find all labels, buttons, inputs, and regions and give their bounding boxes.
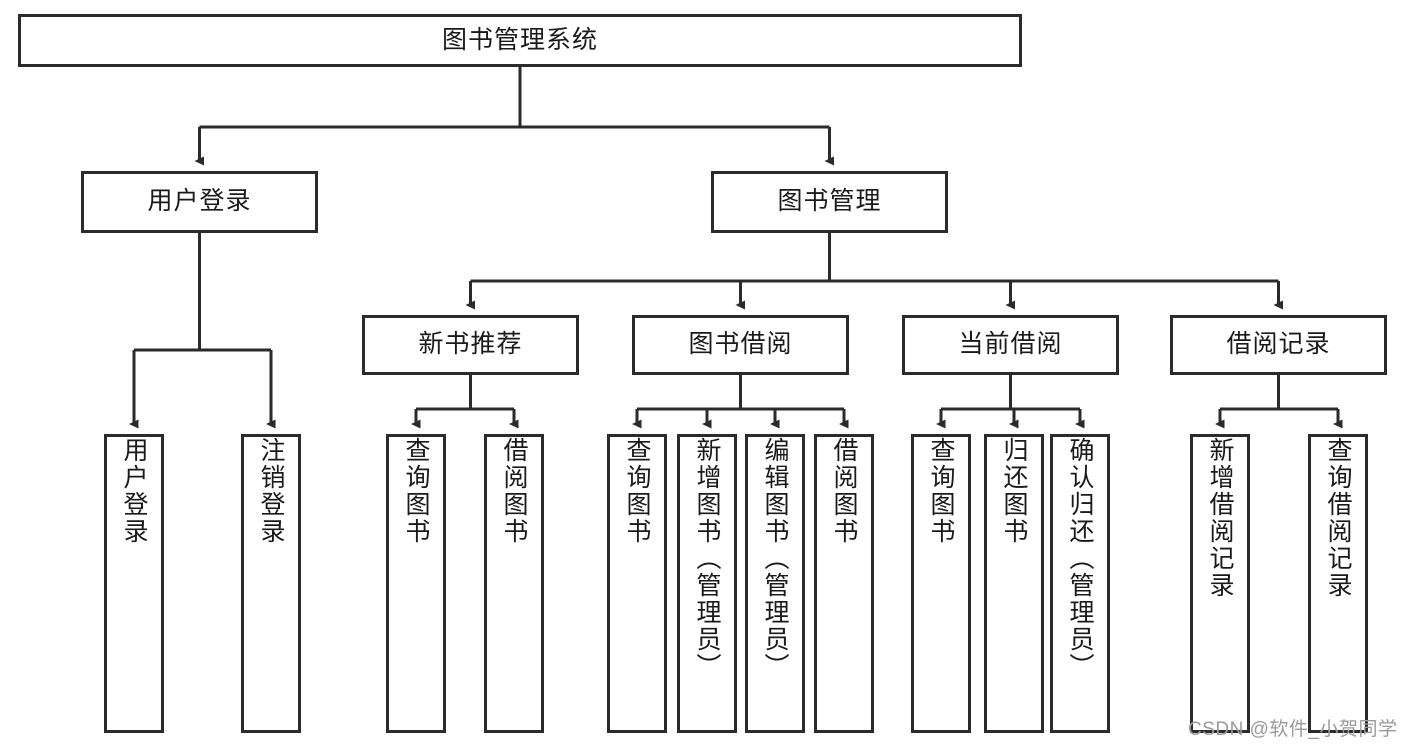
node-leaf-query-book-2[interactable]: 查询图书 (607, 434, 667, 733)
node-leaf-edit-book[interactable]: 编辑图书（管理员） (745, 434, 805, 733)
node-borrow-record[interactable]: 借阅记录 (1170, 315, 1387, 375)
node-leaf-query-record[interactable]: 查询借阅记录 (1308, 434, 1368, 733)
node-label: 归还图书 (1000, 437, 1028, 545)
node-label: 编辑图书（管理员） (761, 437, 789, 680)
node-new-book-recommend[interactable]: 新书推荐 (362, 315, 579, 375)
node-root[interactable]: 图书管理系统 (18, 14, 1022, 67)
node-book-borrow[interactable]: 图书借阅 (632, 315, 849, 375)
node-label: 查询图书 (623, 437, 651, 545)
node-current-borrow[interactable]: 当前借阅 (902, 315, 1119, 375)
node-leaf-borrow-book-1[interactable]: 借阅图书 (484, 434, 544, 733)
node-label: 图书借阅 (688, 330, 793, 359)
node-leaf-query-book-1[interactable]: 查询图书 (386, 434, 446, 733)
node-label: 新增借阅记录 (1206, 437, 1234, 599)
node-label: 用户登录 (120, 437, 148, 545)
node-label: 图书管理 (777, 187, 882, 216)
node-leaf-return-book[interactable]: 归还图书 (984, 434, 1044, 733)
node-label: 当前借阅 (958, 330, 1063, 359)
node-leaf-confirm-return[interactable]: 确认归还（管理员） (1050, 434, 1110, 733)
node-leaf-user-login[interactable]: 用户登录 (104, 434, 164, 733)
watermark-text: CSDN @软件_小贺同学 (1188, 719, 1398, 740)
node-label: 借阅图书 (500, 437, 528, 545)
node-leaf-borrow-book-2[interactable]: 借阅图书 (814, 434, 874, 733)
node-leaf-add-record[interactable]: 新增借阅记录 (1190, 434, 1250, 733)
node-user-login[interactable]: 用户登录 (81, 171, 318, 233)
node-label: 查询图书 (927, 437, 955, 545)
node-leaf-logout[interactable]: 注销登录 (241, 434, 301, 733)
node-label: 借阅图书 (830, 437, 858, 545)
node-label: 用户登录 (147, 187, 252, 216)
node-label: 查询图书 (402, 437, 430, 545)
node-leaf-query-book-3[interactable]: 查询图书 (911, 434, 971, 733)
node-label: 确认归还（管理员） (1066, 437, 1094, 680)
node-label: 查询借阅记录 (1324, 437, 1352, 599)
node-label: 新增图书（管理员） (693, 437, 721, 680)
node-book-manage[interactable]: 图书管理 (711, 171, 948, 233)
node-label: 注销登录 (257, 437, 285, 545)
node-label: 新书推荐 (418, 330, 523, 359)
node-label: 图书管理系统 (441, 25, 598, 54)
node-leaf-add-book[interactable]: 新增图书（管理员） (677, 434, 737, 733)
node-label: 借阅记录 (1226, 330, 1331, 359)
